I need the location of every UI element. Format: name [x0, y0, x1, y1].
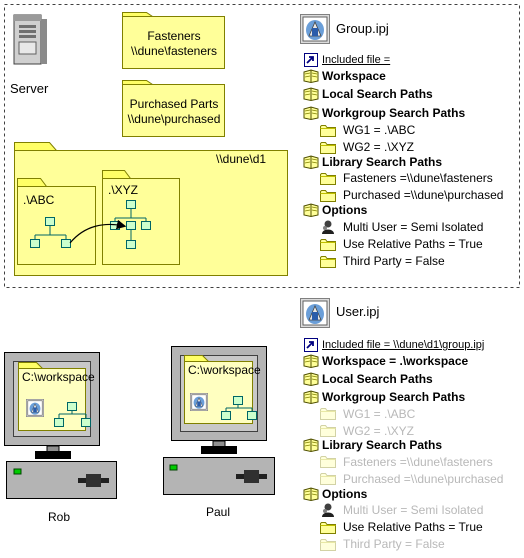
relative-paths-folder-icon — [320, 522, 336, 534]
abc-folder-name: .\ABC — [23, 193, 55, 207]
multi-user-icon — [322, 220, 334, 234]
paul-label: Paul — [206, 505, 231, 519]
rob-label: Rob — [48, 510, 71, 524]
purchased-parts-folder — [122, 80, 225, 137]
library-book-icon — [303, 155, 319, 169]
xyz-folder-name: .\XYZ — [108, 183, 139, 197]
wg1-path: WG1 = .\ABC — [343, 123, 416, 137]
purchased-folder-name: Purchased Parts — [129, 97, 219, 111]
workspace-book-icon — [303, 354, 319, 368]
rob-project-tree — [54, 402, 91, 427]
d1-folder-path: \\dune\d1 — [216, 152, 267, 166]
third-party-option: Third Party = False — [343, 254, 445, 268]
reference-arrow — [69, 219, 127, 244]
user-project-icon — [300, 298, 330, 328]
library-fasteners-path: Fasteners =\\dune\fasteners — [343, 171, 493, 185]
group-container-border — [4, 4, 520, 288]
rob-computer-box — [6, 461, 117, 499]
multi-user-option: Multi User = Semi Isolated — [343, 503, 484, 517]
relative-paths-option: Use Relative Paths = True — [343, 520, 483, 534]
options-label: Options — [322, 203, 368, 217]
workspace-label: Workspace = .\workspace — [322, 354, 469, 368]
third-party-option: Third Party = False — [343, 537, 445, 551]
group-project-title: Group.ipj — [336, 21, 389, 36]
rob-workspace-label: C:\workspace — [22, 370, 95, 384]
abc-assembly-tree — [30, 217, 71, 248]
relative-paths-folder-icon — [320, 239, 336, 251]
workgroup-book-icon — [303, 390, 319, 404]
workgroup-book-icon — [303, 106, 319, 120]
workspace-label: Workspace — [322, 69, 386, 83]
server-icon — [13, 14, 47, 65]
relative-paths-option: Use Relative Paths = True — [343, 237, 483, 251]
purchased-folder-path: \\dune\purchased — [127, 112, 221, 126]
library-search-paths-label: Library Search Paths — [322, 438, 443, 452]
workgroup-search-paths-label: Workgroup Search Paths — [322, 106, 466, 120]
options-book-icon — [303, 487, 319, 501]
user-project-title: User.ipj — [336, 304, 380, 319]
included-file-label: Included file = — [322, 54, 391, 66]
purchased-folder-icon — [320, 190, 336, 202]
xyz-assembly-tree — [110, 200, 151, 249]
workspace-book-icon — [303, 69, 319, 83]
local-search-book-icon — [303, 87, 319, 101]
local-search-paths-label: Local Search Paths — [322, 372, 433, 386]
paul-project-tree — [221, 396, 257, 420]
third-party-folder-icon — [320, 256, 336, 268]
fasteners-folder-icon — [320, 173, 336, 185]
library-purchased-path: Purchased =\\dune\purchased — [343, 188, 504, 202]
wg2-path: WG2 = .\XYZ — [343, 140, 415, 154]
library-search-paths-label: Library Search Paths — [322, 155, 443, 169]
library-purchased-path: Purchased =\\dune\purchased — [343, 472, 504, 486]
paul-computer-box — [163, 457, 275, 495]
local-search-paths-label: Local Search Paths — [322, 87, 433, 101]
fasteners-folder-name: Fasteners — [147, 29, 201, 43]
paul-project-icon — [190, 393, 208, 411]
rob-project-icon — [26, 399, 44, 417]
workgroup-search-paths-label: Workgroup Search Paths — [322, 390, 466, 404]
purchased-folder-icon — [320, 473, 336, 485]
server-label: Server — [10, 81, 49, 96]
multi-user-option: Multi User = Semi Isolated — [343, 220, 484, 234]
fasteners-folder-path: \\dune\fasteners — [130, 44, 218, 58]
local-search-book-icon — [303, 372, 319, 386]
group-project-icon — [300, 14, 330, 44]
library-book-icon — [303, 438, 319, 452]
include-file-icon — [303, 337, 319, 353]
wg2-path: WG2 = .\XYZ — [343, 424, 415, 438]
wg1-path: WG1 = .\ABC — [343, 407, 416, 421]
wg2-folder-icon — [320, 142, 336, 154]
fasteners-folder — [122, 12, 225, 69]
paul-workspace-folder — [184, 355, 253, 424]
third-party-folder-icon — [320, 539, 336, 551]
multi-user-icon — [322, 503, 334, 517]
options-label: Options — [322, 487, 368, 501]
wg1-folder-icon — [320, 125, 336, 137]
library-fasteners-path: Fasteners =\\dune\fasteners — [343, 455, 493, 469]
wg2-folder-icon — [320, 425, 336, 437]
included-file-label: Included file = \\dune\d1\group.ipj — [322, 339, 485, 351]
include-file-icon — [303, 52, 319, 68]
wg1-folder-icon — [320, 408, 336, 420]
abc-folder — [17, 178, 96, 265]
options-book-icon — [303, 203, 319, 217]
paul-workspace-label: C:\workspace — [188, 363, 261, 377]
fasteners-folder-icon — [320, 456, 336, 468]
